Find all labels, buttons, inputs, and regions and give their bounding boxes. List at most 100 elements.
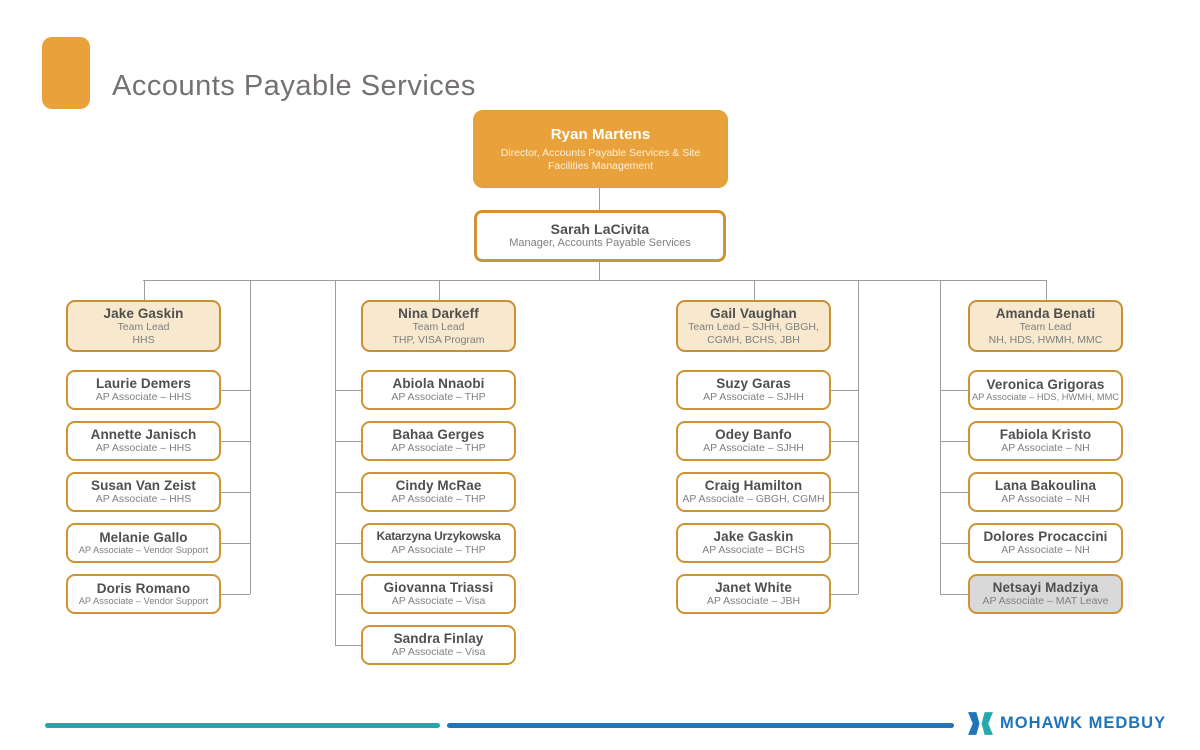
member-role: AP Associate – THP xyxy=(391,493,486,506)
connector-member-stub xyxy=(831,492,858,493)
connector-member-stub xyxy=(221,390,250,391)
member-name: Suzy Garas xyxy=(716,375,791,391)
team-lead-name: Nina Darkeff xyxy=(398,305,479,321)
connector-director-manager xyxy=(599,188,600,210)
connector-manager-rail xyxy=(599,262,600,280)
connector-member-stub xyxy=(831,543,858,544)
connector-member-stub xyxy=(221,441,250,442)
member-name: Cindy McRae xyxy=(395,477,482,493)
connector-member-stub xyxy=(831,441,858,442)
connector-member-stub xyxy=(221,492,250,493)
connector-member-stub xyxy=(335,441,361,442)
connector-spine xyxy=(250,280,251,594)
member-name: Veronica Grigoras xyxy=(986,376,1105,392)
member-name: Jake Gaskin xyxy=(713,528,794,544)
member-name: Craig Hamilton xyxy=(704,477,803,493)
connector-member-stub xyxy=(335,543,361,544)
member-role: AP Associate – Visa xyxy=(391,646,486,659)
member-name: Giovanna Triassi xyxy=(383,579,494,595)
member-name: Dolores Procaccini xyxy=(983,528,1108,544)
manager-name: Sarah LaCivita xyxy=(550,221,650,238)
connector-spine xyxy=(940,280,941,594)
mohawk-medbuy-icon xyxy=(968,712,993,735)
connector-member-stub xyxy=(940,441,968,442)
member-role: AP Associate – NH xyxy=(1001,442,1090,455)
connector-member-stub xyxy=(221,543,250,544)
connector-lead-drop xyxy=(753,280,755,300)
member-role: AP Associate – HHS xyxy=(95,391,192,404)
member-name: Fabiola Kristo xyxy=(999,426,1092,442)
team-lead-sites: NH, HDS, HWMH, MMC xyxy=(988,333,1103,346)
connector-member-stub xyxy=(831,594,858,595)
member-role: AP Associate – SJHH xyxy=(703,391,804,404)
logo: MOHAWK MEDBUY xyxy=(967,711,1166,736)
footer-rule-blue xyxy=(447,723,954,728)
member-role: AP Associate – HHS xyxy=(95,493,192,506)
member-role: AP Associate – GBGH, CGMH xyxy=(682,493,825,506)
member-name: Laurie Demers xyxy=(95,375,192,391)
team-lead-sites: HHS xyxy=(132,333,155,346)
member-role: AP Associate – Visa xyxy=(391,595,486,608)
member-name: Lana Bakoulina xyxy=(994,477,1097,493)
member-role: AP Associate – Vendor Support xyxy=(78,596,209,607)
connector-member-stub xyxy=(335,645,361,646)
logo-text: MOHAWK MEDBUY xyxy=(1000,714,1167,732)
team-lead-name: Amanda Benati xyxy=(995,305,1096,321)
member-role: AP Associate – SJHH xyxy=(703,442,804,455)
team-lead-sites: THP, VISA Program xyxy=(392,333,485,346)
member-name: Susan Van Zeist xyxy=(90,477,197,493)
member-role: AP Associate – MAT Leave xyxy=(982,595,1109,608)
member-name: Doris Romano xyxy=(96,580,191,596)
member-name: Netsayi Madziya xyxy=(992,579,1099,595)
connector-member-stub xyxy=(335,390,361,391)
connector-member-stub xyxy=(831,390,858,391)
member-name: Melanie Gallo xyxy=(99,529,188,545)
member-name: Odey Banfo xyxy=(715,426,792,442)
org-box-manager: Sarah LaCivita Manager, Accounts Payable… xyxy=(474,210,726,262)
connector-spine xyxy=(858,280,859,594)
connector-spine xyxy=(335,280,336,645)
member-role: AP Associate – THP xyxy=(391,543,486,556)
connector-member-stub xyxy=(940,594,968,595)
connector-lead-drop xyxy=(438,280,440,300)
manager-role: Manager, Accounts Payable Services xyxy=(509,237,691,250)
accent-square xyxy=(42,37,90,109)
member-name: Janet White xyxy=(715,579,792,595)
member-role: AP Associate – HHS xyxy=(95,442,192,455)
member-name: Annette Janisch xyxy=(90,426,197,442)
director-role: Director, Accounts Payable Services & Si… xyxy=(500,147,701,172)
member-role: AP Associate – NH xyxy=(1001,544,1090,557)
member-role: AP Associate – THP xyxy=(391,442,486,455)
connector-member-stub xyxy=(335,492,361,493)
connector-member-stub xyxy=(335,594,361,595)
director-name: Ryan Martens xyxy=(550,125,651,143)
connector-lead-drop xyxy=(1045,280,1047,300)
member-role: AP Associate – NH xyxy=(1001,493,1090,506)
member-name: Sandra Finlay xyxy=(393,630,484,646)
member-role: AP Associate – BCHS xyxy=(702,544,805,557)
connector-member-stub xyxy=(940,492,968,493)
member-role: AP Associate – HDS, HWMH, MMC xyxy=(971,392,1120,403)
